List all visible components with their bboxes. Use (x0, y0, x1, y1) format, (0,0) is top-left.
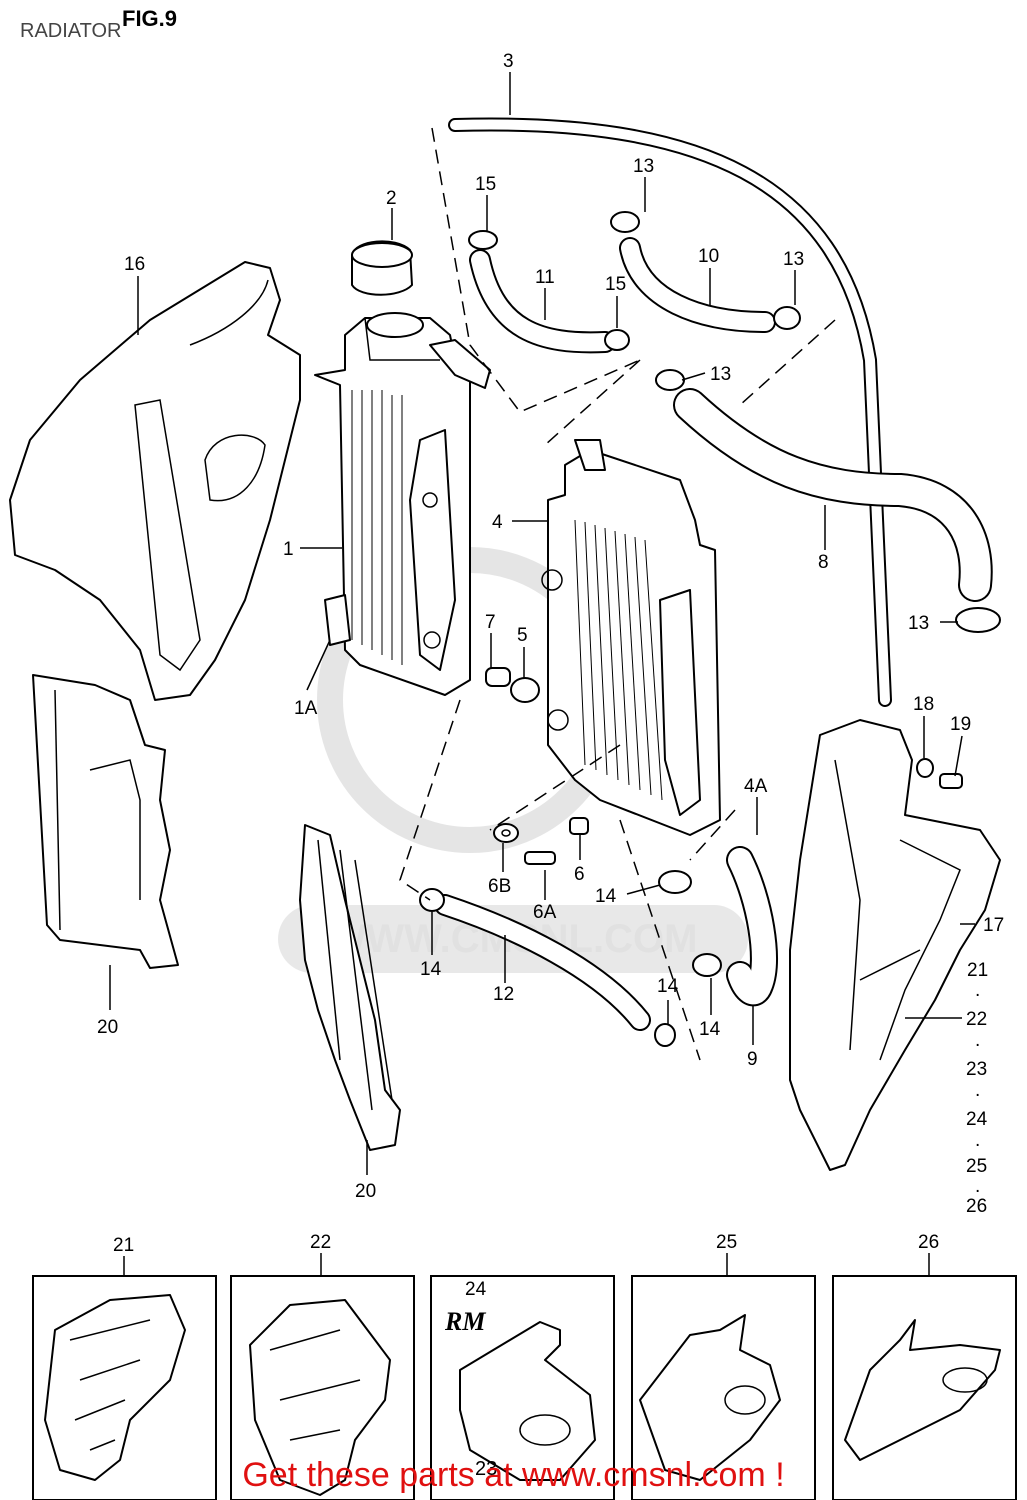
decal-inset-25: 25 (631, 1232, 816, 1500)
label-21-stack: 21 (967, 960, 988, 981)
label-23-stack: 23 (966, 1059, 987, 1080)
label-11: 11 (535, 267, 555, 288)
label-dot-3: . (975, 1080, 980, 1101)
label-15-upper: 15 (475, 174, 496, 195)
clamp-15-upper (468, 230, 498, 250)
hose-11 (469, 249, 616, 354)
label-14-left: 14 (420, 959, 442, 980)
clamp-14-left (419, 888, 445, 912)
label-12: 12 (493, 984, 514, 1005)
radiator-left-fins (351, 390, 403, 665)
radiator-louvre-guard (299, 824, 401, 1151)
radiator-cap (351, 240, 424, 338)
bolt-6 (569, 817, 589, 835)
hose-9 (726, 846, 778, 1007)
label-26-stack: 26 (966, 1196, 987, 1217)
inset-label-23: 23 (475, 1458, 497, 1480)
label-1a: 1A (294, 698, 318, 719)
label-16: 16 (124, 254, 145, 275)
label-1: 1 (283, 539, 294, 560)
inset-rm-logo: RM (444, 1307, 486, 1336)
label-20-left: 20 (97, 1017, 118, 1038)
clamp-14-mid (658, 870, 692, 894)
promo-banner[interactable]: Get these parts at www.cmsnl.com ! (242, 1456, 785, 1494)
bolt-19 (939, 773, 963, 789)
clamp-13-top (610, 211, 640, 233)
label-6: 6 (574, 864, 585, 885)
radiator-right-fins (574, 519, 663, 801)
guide-line-2 (544, 359, 641, 446)
label-4: 4 (492, 512, 503, 533)
hose-8 (673, 388, 993, 602)
label-2: 2 (386, 188, 397, 209)
inset-label-26: 26 (918, 1232, 939, 1253)
radiator-left (314, 317, 491, 696)
label-17: 17 (983, 915, 1004, 936)
label-9: 9 (747, 1049, 758, 1070)
inset-label-25: 25 (716, 1232, 737, 1253)
label-24-stack: 24 (966, 1109, 988, 1130)
decal-inset-26: 26 (832, 1232, 1017, 1500)
clamp-13-mid (655, 369, 685, 391)
grommet-5 (510, 677, 540, 703)
label-10: 10 (698, 246, 719, 267)
decal-inset-22: 22 (230, 1232, 415, 1500)
overflow-hose (448, 117, 892, 707)
label-6a: 6A (533, 902, 557, 923)
label-dot-2: . (975, 1030, 980, 1051)
label-14-lower: 14 (699, 1019, 721, 1040)
label-13-mid: 13 (710, 364, 731, 385)
radiator-guard-plate-left (32, 674, 179, 969)
bolt-7 (485, 667, 511, 687)
bolt-6a (524, 851, 556, 865)
label-25-stack: 25 (966, 1156, 987, 1177)
guide-line-5 (489, 744, 621, 831)
part-labels: 3 2 15 13 16 11 10 15 13 13 1 4 8 13 7 5… (97, 51, 1004, 1217)
clamp-14-lower (692, 953, 722, 977)
inset-label-24: 24 (465, 1279, 487, 1300)
label-dot-1: . (975, 980, 980, 1001)
decal-inset-21: 21 (32, 1235, 217, 1500)
label-20-center: 20 (355, 1181, 376, 1202)
leader-lines (109, 72, 975, 1175)
label-13-right: 13 (783, 249, 804, 270)
label-19: 19 (950, 714, 971, 735)
label-13-top: 13 (633, 156, 654, 177)
inset-label-22: 22 (310, 1232, 331, 1253)
label-6b: 6B (488, 876, 511, 897)
radiator-shroud-right (789, 719, 1001, 1171)
inset-label-21: 21 (113, 1235, 134, 1256)
clamp-15-lower (604, 329, 630, 351)
decal-inset-24: 24 RM 23 (430, 1275, 615, 1500)
hose-12 (434, 894, 651, 1031)
label-dot-5: . (975, 1176, 980, 1197)
guide-line-1 (431, 127, 641, 413)
guide-line-7 (619, 819, 701, 1061)
label-18: 18 (913, 694, 934, 715)
label-3: 3 (503, 51, 514, 72)
label-13-bottom: 13 (908, 613, 929, 634)
label-4a: 4A (744, 776, 768, 797)
hose-10 (619, 237, 776, 333)
label-14-lower-left: 14 (657, 976, 679, 997)
radiator-right (541, 439, 721, 836)
label-5: 5 (517, 625, 528, 646)
radiator-shroud-left (9, 261, 301, 701)
clamp-13-bottom (955, 607, 1001, 633)
clamp-14-bottom (654, 1023, 676, 1047)
label-7: 7 (485, 612, 496, 633)
label-22-stack: 22 (966, 1009, 987, 1030)
washer-6b (493, 823, 519, 843)
guide-line-4 (399, 699, 461, 901)
label-8: 8 (818, 552, 829, 573)
label-14-mid: 14 (595, 886, 617, 907)
clamp-13-right (773, 306, 801, 330)
guide-line-6 (689, 809, 736, 861)
label-15-lower: 15 (605, 274, 626, 295)
diagram-title: RADIATOR (20, 20, 122, 42)
label-dot-4: . (975, 1130, 980, 1151)
figure-number: FIG.9 (122, 6, 177, 31)
washer-18 (916, 758, 934, 778)
